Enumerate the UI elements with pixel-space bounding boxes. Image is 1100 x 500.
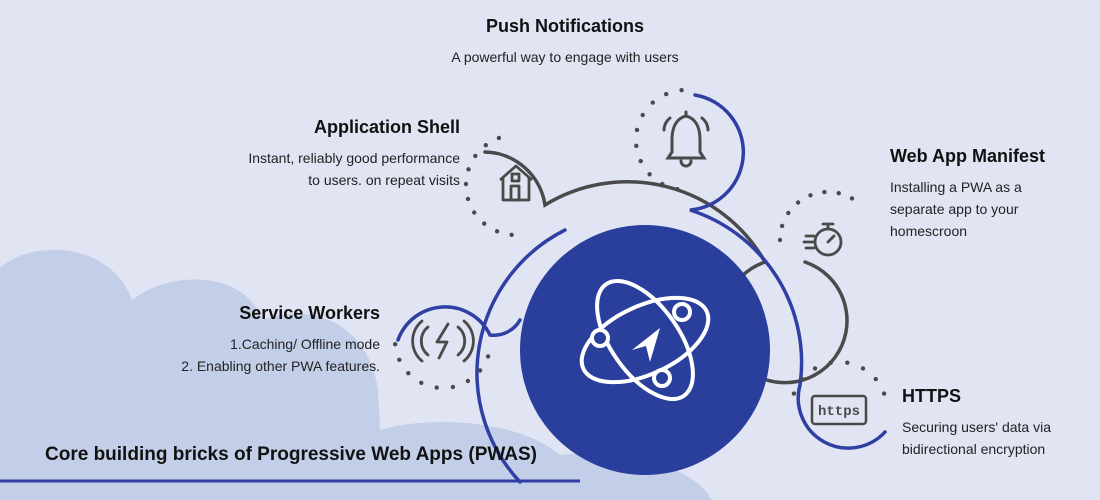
feature-push-notifications: Push Notifications A powerful way to eng…	[410, 15, 720, 68]
hub-circle	[520, 225, 770, 475]
dot	[406, 371, 411, 376]
feature-web-app-manifest: Web App Manifest Installing a PWA as a s…	[890, 145, 1090, 242]
dot	[650, 100, 655, 105]
feature-description: Securing users' data via	[902, 418, 1051, 435]
dot	[791, 391, 797, 396]
dot	[419, 380, 424, 385]
dot	[509, 232, 514, 237]
house-icon	[499, 164, 533, 202]
feature-title: HTTPS	[902, 386, 962, 406]
dot	[640, 112, 645, 118]
dot	[496, 135, 502, 141]
dot	[795, 200, 801, 205]
dot	[397, 357, 402, 362]
dot	[472, 210, 477, 215]
dot	[482, 221, 487, 226]
diagram-title: Core building bricks of Progressive Web …	[45, 444, 537, 465]
feature-service-workers: Service Workers 1.Caching/ Offline mode …	[140, 302, 380, 377]
dot	[679, 88, 684, 93]
dot	[849, 196, 855, 201]
dot	[393, 342, 398, 347]
dot	[634, 127, 640, 133]
feature-title: Push Notifications	[485, 16, 644, 36]
dot	[434, 385, 439, 390]
feature-description: A powerful way to engage with users	[451, 48, 679, 65]
dot	[450, 384, 456, 390]
dot	[465, 378, 471, 384]
dot	[777, 237, 783, 243]
dot	[494, 229, 500, 234]
atom-icon	[579, 278, 711, 402]
dot	[485, 354, 491, 359]
feature-title: Application Shell	[313, 117, 460, 137]
feature-application-shell: Application Shell Instant, reliably good…	[200, 116, 460, 191]
dot	[477, 368, 483, 373]
feature-description: Instant, reliably good performance	[248, 149, 460, 166]
dot	[660, 181, 665, 187]
dot	[786, 210, 791, 216]
dot	[634, 143, 639, 148]
dot	[822, 189, 827, 195]
https-icon-text: https	[818, 404, 860, 420]
dot	[873, 376, 878, 382]
feature-https: HTTPS Securing users' data via bidirecti…	[902, 385, 1092, 460]
dot	[881, 391, 887, 396]
dot	[808, 193, 813, 198]
dot	[466, 167, 471, 172]
lightning-icon	[411, 319, 475, 363]
https-icon: https	[810, 394, 868, 426]
dot	[664, 91, 669, 97]
dot	[465, 196, 471, 202]
feature-description: homescroon	[890, 222, 968, 239]
dot	[675, 187, 680, 192]
dot	[483, 143, 488, 148]
feature-description: 1.Caching/ Offline mode	[230, 335, 380, 352]
dot	[638, 158, 643, 164]
dot	[860, 366, 866, 371]
dotted-rings	[393, 88, 887, 396]
dot	[647, 172, 652, 177]
dot	[800, 376, 805, 382]
dot	[473, 153, 478, 159]
dot	[463, 181, 469, 187]
dot	[836, 191, 841, 196]
feature-description: Installing a PWA as a	[890, 178, 1022, 195]
bell-icon	[662, 110, 710, 168]
feature-description: separate app to your	[890, 200, 1019, 217]
feature-title: Web App Manifest	[890, 146, 1046, 166]
background-cloud	[0, 249, 712, 500]
feature-description: to users. on repeat visits	[308, 171, 460, 188]
dot	[812, 366, 818, 371]
feature-description: 2. Enabling other PWA features.	[181, 357, 380, 374]
dot	[779, 223, 785, 229]
dot	[828, 360, 833, 365]
stopwatch-icon	[802, 222, 843, 257]
feature-description: bidirectional encryption	[902, 440, 1046, 457]
feature-title: Service Workers	[239, 303, 380, 323]
dot	[845, 360, 850, 365]
